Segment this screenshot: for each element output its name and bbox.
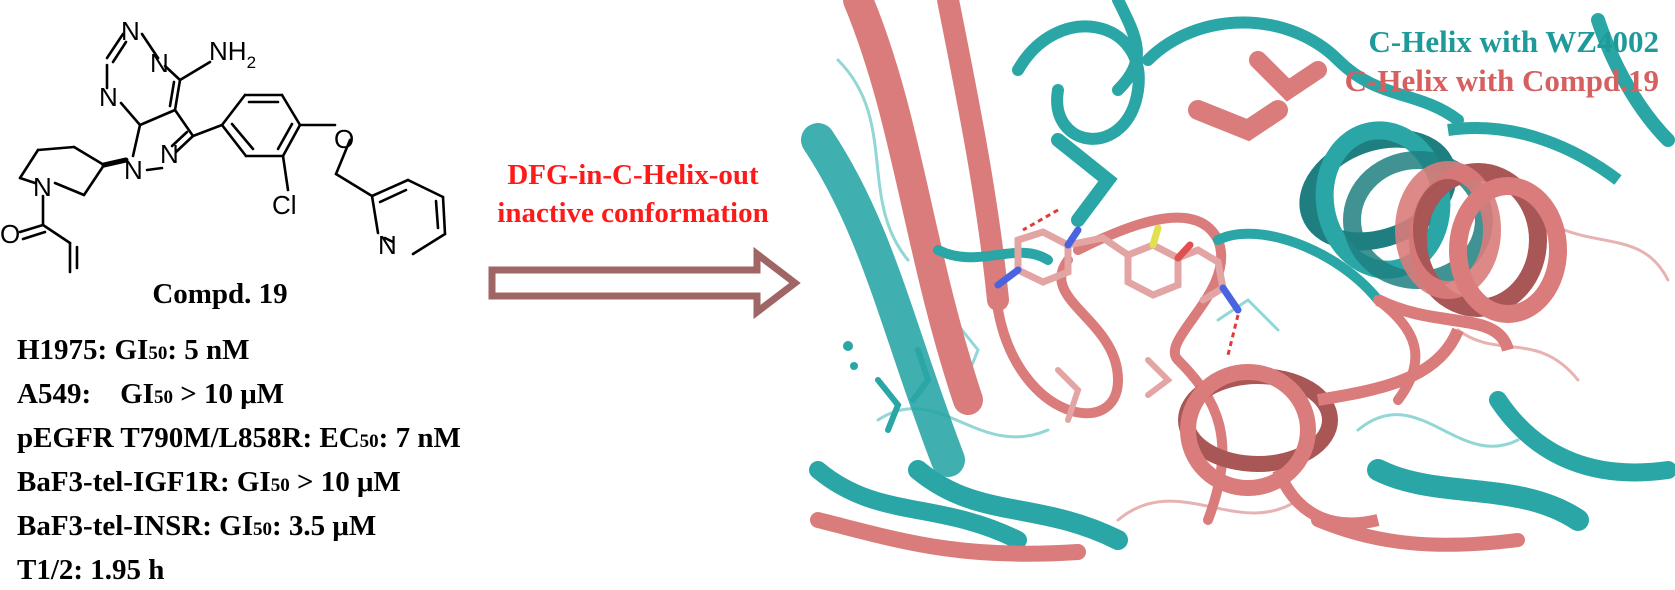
atom-n-pyridine: N: [378, 230, 397, 260]
atom-nh2: NH2: [209, 36, 256, 72]
conformation-label-line2: inactive conformation: [497, 197, 769, 229]
activity-item: BaF3-tel-INSR: GI50: 3.5 μM: [17, 510, 377, 542]
atom-n-pyrazole2: N: [160, 139, 179, 169]
atom-o-ether: O: [334, 124, 354, 154]
atom-o-amide: O: [0, 219, 20, 249]
conformation-label-line1: DFG-in-C-Helix-out: [507, 159, 759, 191]
activity-item: BaF3-tel-IGF1R: GI50 > 10 μM: [17, 466, 401, 498]
compound-19-structure: N N N NH2 N N N O O Cl N: [0, 16, 447, 274]
atom-n-top2: N: [150, 48, 169, 78]
right-arrow-icon: [488, 246, 801, 320]
activity-item: T1/2: 1.95 h: [17, 554, 165, 586]
compound-label: Compd. 19: [152, 278, 288, 310]
atom-cl: Cl: [272, 190, 297, 220]
activity-item: H1975: GI50: 5 nM: [17, 334, 250, 366]
protein-structure-overlay: C-Helix with WZ4002 C-Helix with Compd.1…: [801, 0, 1675, 562]
legend-compd19: C-Helix with Compd.19: [1344, 63, 1659, 98]
legend-wz4002: C-Helix with WZ4002: [1368, 24, 1660, 59]
atom-n-top1: N: [121, 16, 140, 46]
activity-list: H1975: GI50: 5 nM A549: GI50 > 10 μM pEG…: [17, 330, 461, 590]
protein-cartoon: [801, 0, 1675, 562]
conformation-label: DFG-in-C-Helix-out inactive conformation: [468, 156, 798, 232]
activity-item: A549: GI50 > 10 μM: [17, 378, 285, 410]
atom-n-pyrimidine: N: [99, 82, 118, 112]
atom-n-pyrazole1: N: [124, 155, 143, 185]
activity-item: pEGFR T790M/L858R: EC50: 7 nM: [17, 422, 461, 454]
atom-n-piperidine: N: [33, 172, 52, 202]
